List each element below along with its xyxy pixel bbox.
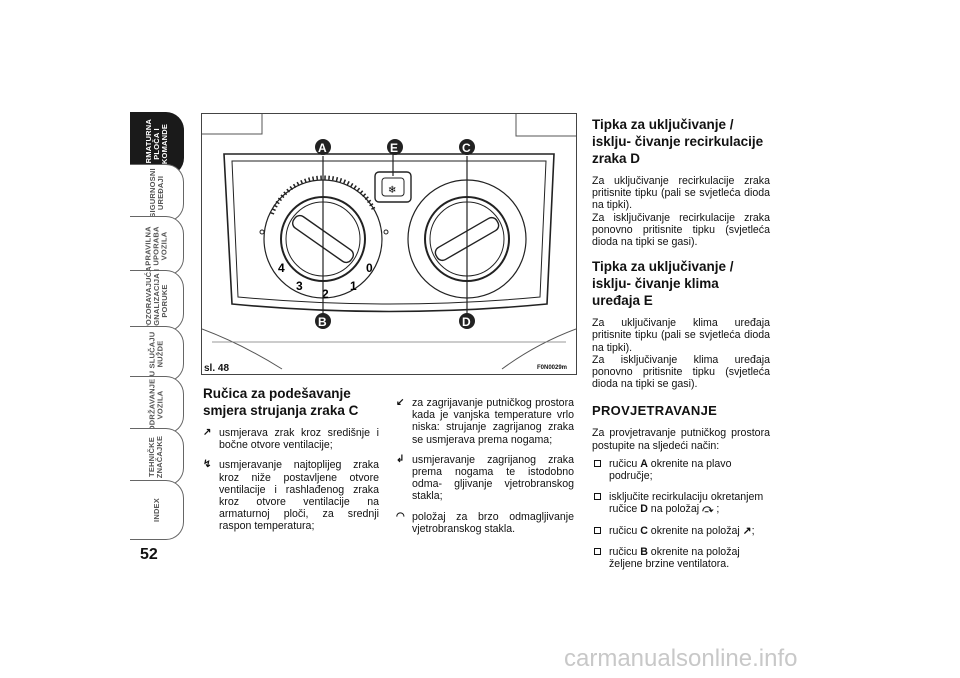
sidebar-tab-u-slucaju[interactable]: U SLUČAJU NUŽDE	[130, 326, 184, 382]
windshield-defrost-icon: ◠	[396, 510, 405, 522]
list-item: ↙za zagrijavanje putničkog prostora kada…	[396, 397, 574, 446]
sidebar-tab-label: ODRŽAVANJE VOZILA	[147, 378, 165, 432]
sidebar-tab-label: TEHNIČKE ZNAČAJKE	[147, 435, 165, 479]
svg-text:❄: ❄	[388, 185, 396, 196]
paragraph: Za uključivanje klima uređaja pritisnite…	[592, 317, 770, 354]
list-item: ručicu A okrenite na plavo područje;	[592, 458, 770, 482]
column-1: Ručica za podešavanje smjera strujanja z…	[203, 385, 379, 541]
section-heading: Ručica za podešavanje smjera strujanja z…	[203, 386, 359, 418]
climate-control-figure: 4 0 3 1 2 ❄ A E C B D	[201, 113, 577, 375]
vent-face-icon: ↗	[203, 427, 212, 438]
section-heading: Tipka za uključivanje / isklju- čivanje …	[592, 259, 734, 309]
list-item: ◠položaj za brzo odmagljivanje vjetrobra…	[396, 510, 574, 535]
sidebar-tab-label: ARMATURNA PLOČA I KOMANDE	[144, 119, 169, 169]
list-item: isključite recirkulaciju okretanjem ruči…	[592, 491, 770, 515]
dial-number: 2	[322, 287, 329, 301]
sidebar-tab-label: U SLUČAJU NUŽDE	[147, 331, 165, 377]
list-item: ↗usmjerava zrak kroz središnje i bočne o…	[203, 427, 379, 452]
paragraph: Za isključivanje recirkulacije zraka pon…	[592, 211, 770, 249]
column-2: ↙za zagrijavanje putničkog prostora kada…	[396, 397, 574, 543]
climate-control-panel-drawing: 4 0 3 1 2 ❄ A E C B D	[202, 114, 576, 370]
figure-code: F0N0029m	[537, 365, 568, 371]
checkbox-bullet-icon	[594, 459, 601, 467]
sidebar-tab-index[interactable]: INDEX	[130, 480, 184, 540]
dial-number: 3	[296, 279, 303, 293]
vent-face-icon: ↗	[742, 524, 752, 537]
recirculation-off-icon: ⤼	[702, 503, 714, 516]
sidebar-tab-upozoravajuca[interactable]: UPOZORAVAJUĆA SIGNALIZACIJA I PORUKE	[130, 266, 184, 336]
vent-feet-icon: ↙	[396, 397, 405, 408]
paragraph: Za uključivanje recirkulacije zraka prit…	[592, 175, 770, 212]
page-number: 52	[140, 546, 158, 563]
sidebar-tab-label: SIGURNOSNI UREĐAJI	[147, 168, 165, 218]
sidebar-tab-pravilna[interactable]: PRAVILNA UPORABA VOZILA	[130, 216, 184, 276]
watermark: carmanualsonline.info	[564, 645, 798, 672]
column-3: Tipka za uključivanje / isklju- čivanje …	[592, 116, 770, 579]
list-item: ↯usmjeravanje najtoplijeg zraka kroz niž…	[203, 459, 379, 533]
checkbox-bullet-icon	[594, 493, 601, 501]
dial-number: 1	[350, 279, 357, 293]
sidebar-tab-odrzavanje[interactable]: ODRŽAVANJE VOZILA	[130, 376, 184, 434]
section-heading: PROVJETRAVANJE	[592, 403, 718, 419]
figure-label: sl. 48	[204, 363, 230, 374]
callout-d: D	[462, 315, 471, 329]
callout-a: A	[318, 141, 327, 155]
sidebar-tab-sigurnosni[interactable]: SIGURNOSNI UREĐAJI	[130, 164, 184, 222]
vent-face-feet-icon: ↯	[203, 459, 212, 471]
dial-number: 0	[366, 261, 373, 275]
checkbox-bullet-icon	[594, 526, 601, 534]
callout-b: B	[318, 315, 327, 329]
sidebar-tab-label: PRAVILNA UPORABA VOZILA	[143, 226, 169, 266]
sidebar-tab-tehnicke[interactable]: TEHNIČKE ZNAČAJKE	[130, 428, 184, 486]
vent-feet-windshield-icon: ↲	[396, 453, 405, 465]
checkbox-bullet-icon	[594, 547, 601, 555]
callout-e: E	[390, 141, 398, 155]
sidebar-tab-label: INDEX	[151, 498, 161, 522]
list-item: ↲usmjeravanje zagrijanog zraka prema nog…	[396, 453, 574, 503]
paragraph: Za isključivanje klima uređaja ponovno p…	[592, 353, 770, 391]
paragraph: Za provjetravanje putničkog prostora pos…	[592, 427, 770, 452]
callout-c: C	[462, 141, 471, 155]
section-heading: Tipka za uključivanje / isklju- čivanje …	[592, 117, 764, 166]
list-item: ručicu B okrenite na položaj željene brz…	[592, 546, 770, 570]
list-item: ručicu C okrenite na položaj ↗;	[592, 525, 770, 537]
dial-number: 4	[278, 261, 285, 275]
